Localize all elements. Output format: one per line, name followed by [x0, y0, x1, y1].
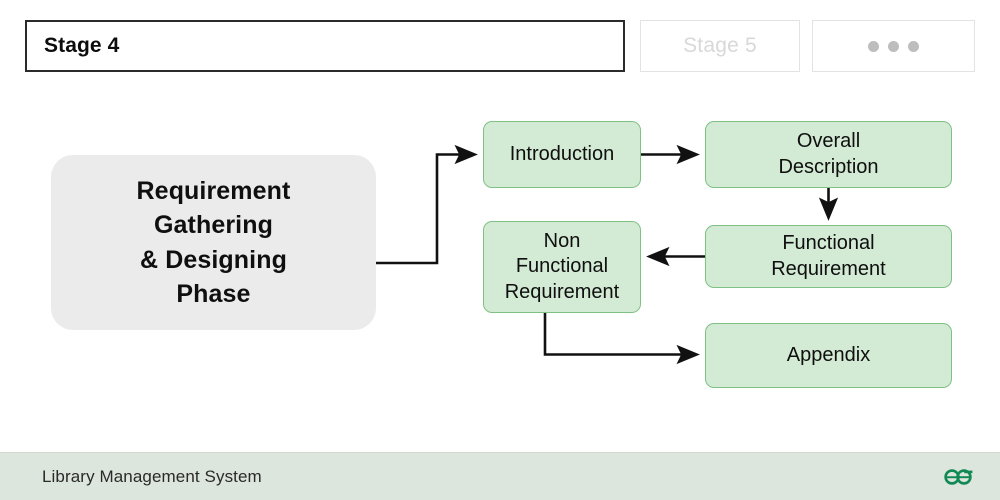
geeksforgeeks-logo-icon: [938, 462, 978, 492]
node-phase-line-2: Gathering: [154, 211, 273, 239]
flowchart-diagram: Requirement Gathering & Designing Phase …: [0, 95, 1000, 445]
node-nonfunctional-line-3: Requirement: [504, 280, 620, 303]
node-overall-line-2: Description: [778, 155, 879, 178]
node-non-functional-requirement[interactable]: Non Functional Requirement: [483, 221, 641, 313]
edge-phase-to-introduction: [376, 144, 478, 265]
node-overall-description-label: Overall Description: [778, 129, 878, 180]
node-introduction[interactable]: Introduction: [483, 121, 641, 188]
node-requirement-gathering-phase[interactable]: Requirement Gathering & Designing Phase: [51, 155, 376, 330]
node-introduction-label: Introduction: [509, 142, 615, 165]
node-non-functional-requirement-label: Non Functional Requirement: [505, 229, 620, 306]
tab-more-stages-button[interactable]: [812, 20, 975, 72]
ellipsis-dot: [908, 40, 919, 52]
tab-stage-4[interactable]: Stage 4: [25, 20, 625, 72]
node-overall-line-1: Overall: [796, 129, 861, 152]
ellipsis-dot: [868, 40, 879, 52]
node-functional-line-1: Functional: [782, 231, 875, 254]
footer-bar: Library Management System: [0, 452, 1000, 500]
node-phase-line-1: Requirement: [136, 176, 291, 205]
flowchart-connectors: [376, 144, 839, 365]
node-phase-line-3: & Designing: [140, 245, 287, 274]
tab-stage-5-label: Stage 5: [683, 34, 757, 57]
tab-stage-4-label: Stage 4: [44, 34, 120, 57]
node-nonfunctional-line-2: Functional: [515, 255, 609, 278]
node-appendix[interactable]: Appendix: [705, 323, 952, 388]
footer-title: Library Management System: [42, 466, 262, 486]
node-functional-line-2: Requirement: [771, 257, 886, 280]
node-nonfunctional-line-1: Non: [543, 229, 581, 252]
node-functional-requirement[interactable]: Functional Requirement: [705, 225, 952, 288]
node-phase-line-4: Phase: [176, 280, 251, 308]
stage-tab-bar: Stage 4 Stage 5: [0, 0, 1000, 95]
tab-stage-5[interactable]: Stage 5: [640, 20, 800, 72]
node-appendix-label: Appendix: [786, 343, 871, 366]
node-phase-label: Requirement Gathering & Designing Phase: [137, 174, 291, 312]
node-overall-description[interactable]: Overall Description: [705, 121, 952, 188]
ellipsis-icon: [868, 40, 919, 52]
node-functional-requirement-label: Functional Requirement: [771, 231, 886, 282]
edge-nonfunctional-to-appendix: [543, 313, 700, 365]
ellipsis-dot: [888, 40, 899, 52]
